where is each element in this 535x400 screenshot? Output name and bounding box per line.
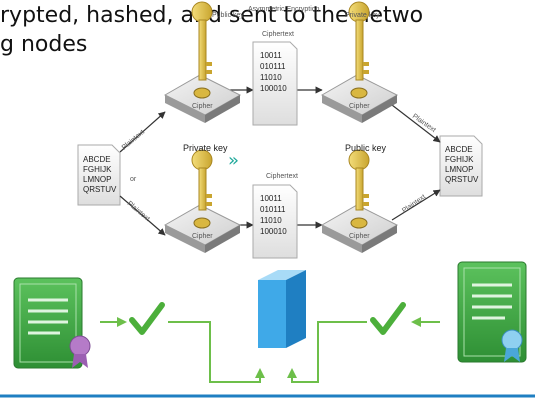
cipher-box-bottom-right: Cipher bbox=[320, 204, 399, 253]
plaintext-line: ABCDE bbox=[445, 145, 473, 154]
ciphertext-document-top: 10011 010111 11010 100010 bbox=[252, 41, 298, 126]
ciphertext-line: 100010 bbox=[260, 84, 287, 93]
plaintext-line: LMNOP bbox=[445, 165, 473, 174]
plaintext-line: FGHIJK bbox=[445, 155, 474, 164]
plaintext-label-bottom: Plaintext bbox=[126, 200, 151, 223]
chevron-icon: » bbox=[228, 150, 239, 171]
network-connectors bbox=[168, 321, 367, 383]
public-key-label: Public key bbox=[345, 143, 387, 153]
cipher-label: Cipher bbox=[349, 103, 370, 110]
ciphertext-line: 010111 bbox=[260, 62, 286, 71]
diagram-title: Asymmetric Encryption bbox=[248, 6, 320, 13]
ciphertext-line: 11010 bbox=[260, 73, 282, 82]
key-icon bbox=[191, 149, 213, 211]
plaintext-label-right-bottom: Plaintext bbox=[401, 193, 427, 214]
plaintext-line: QRSTUV bbox=[83, 185, 117, 194]
checkmark-icon bbox=[370, 302, 406, 335]
top-key-right-label: Private key bbox=[345, 12, 380, 19]
private-key-label: Private key bbox=[183, 143, 228, 153]
cipher-box-top-right: Cipher bbox=[320, 74, 399, 123]
checkmark-icon bbox=[129, 302, 165, 335]
ciphertext-line: 10011 bbox=[260, 194, 282, 203]
certificate-icon-right bbox=[457, 261, 527, 363]
cipher-box-top-left: Cipher bbox=[163, 74, 242, 123]
plaintext-document-right: ABCDE FGHIJK LMNOP QRSTUV bbox=[439, 135, 483, 197]
ciphertext-line: 100010 bbox=[260, 227, 287, 236]
plaintext-line: FGHIJK bbox=[83, 165, 112, 174]
key-icon bbox=[348, 1, 370, 81]
key-icon bbox=[348, 149, 370, 211]
or-label: or bbox=[130, 176, 137, 183]
ciphertext-line: 010111 bbox=[260, 205, 286, 214]
cipher-label: Cipher bbox=[192, 103, 213, 110]
certificate-icon-left bbox=[13, 277, 91, 369]
cube-icon bbox=[258, 270, 306, 348]
key-icon bbox=[191, 1, 213, 81]
cipher-label: Cipher bbox=[349, 233, 370, 240]
plaintext-document-left: ABCDE FGHIJK LMNOP QRSTUV bbox=[77, 144, 121, 206]
cipher-label: Cipher bbox=[192, 233, 213, 240]
plaintext-line: LMNOP bbox=[83, 175, 111, 184]
plaintext-label-top: Plaintext bbox=[121, 129, 146, 152]
ciphertext-line: 11010 bbox=[260, 216, 282, 225]
plaintext-line: QRSTUV bbox=[445, 175, 479, 184]
top-key-left-label: Public key bbox=[212, 12, 244, 19]
flow-arrows bbox=[119, 86, 441, 236]
plaintext-line: ABCDE bbox=[83, 155, 111, 164]
ciphertext-document-bottom: 10011 010111 11010 100010 bbox=[252, 184, 298, 259]
ciphertext-line: 10011 bbox=[260, 51, 282, 60]
cipher-box-bottom-left: Cipher bbox=[163, 204, 242, 253]
ciphertext-label-top: Ciphertext bbox=[262, 31, 294, 38]
ciphertext-label-bottom: Ciphertext bbox=[266, 173, 298, 180]
caption-line-2: g nodes bbox=[0, 32, 88, 57]
plaintext-label-right-top: Plaintext bbox=[411, 113, 437, 134]
